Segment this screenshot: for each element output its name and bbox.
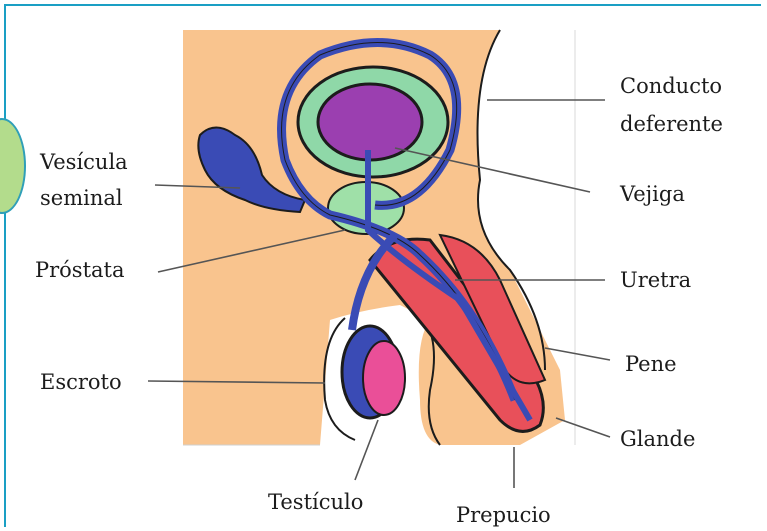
label-seminal: seminal <box>40 186 123 210</box>
testis <box>363 341 405 415</box>
label-deferente: deferente <box>620 112 723 136</box>
label-pene: Pene <box>625 352 677 376</box>
label-vejiga: Vejiga <box>620 182 685 206</box>
leader-glande <box>556 418 610 437</box>
leader-pene <box>545 348 610 360</box>
label-glande: Glande <box>620 427 695 451</box>
label-uretra: Uretra <box>620 268 691 292</box>
label-testiculo: Testículo <box>268 490 363 514</box>
label-conducto: Conducto <box>620 74 722 98</box>
label-escroto: Escroto <box>40 370 122 394</box>
label-prepucio: Prepucio <box>456 503 551 527</box>
label-vesicula: Vesícula <box>40 150 128 174</box>
leader-testiculo <box>355 420 378 480</box>
label-prostata: Próstata <box>35 258 125 282</box>
bladder <box>318 84 422 160</box>
